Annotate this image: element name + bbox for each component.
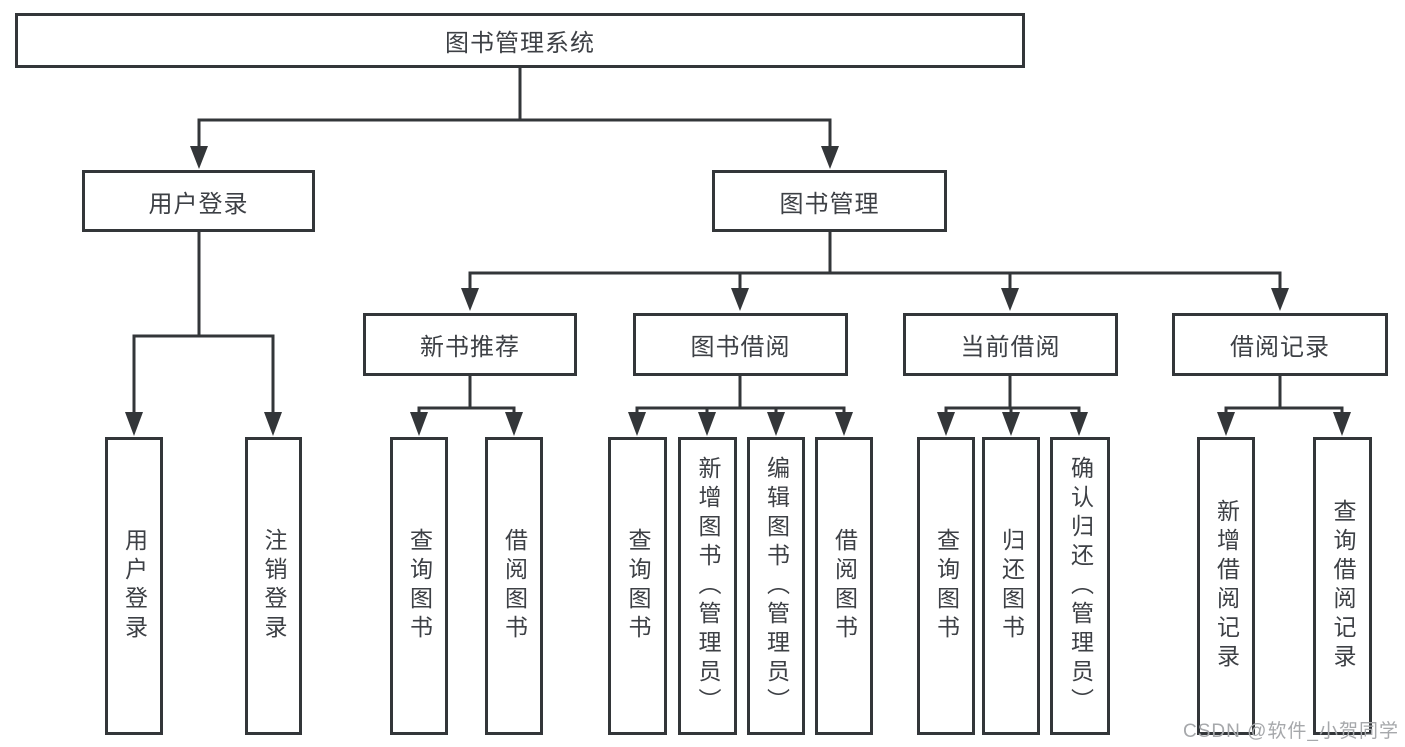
arrowhead-icon	[1070, 412, 1088, 436]
node-new-book-recommend-label: 新书推荐	[420, 334, 520, 361]
connector-user-login-to-leaves	[125, 230, 282, 436]
node-borrow-records-label: 借阅记录	[1230, 334, 1330, 361]
arrowhead-icon	[505, 412, 523, 436]
node-new-book-recommend: 新书推荐	[363, 313, 577, 376]
node-leaf-user-login-label: 用户登录	[121, 528, 148, 644]
connector-borrow-records-to-leaves	[1217, 374, 1351, 436]
node-leaf-add-books-admin: 新增图书（管理员）	[678, 437, 737, 735]
arrowhead-icon	[821, 146, 839, 169]
node-borrow-records: 借阅记录	[1172, 313, 1388, 376]
node-leaf-edit-books-admin-label: 编辑图书（管理员）	[763, 455, 790, 717]
arrowhead-icon	[264, 412, 282, 436]
arrowhead-icon	[1217, 412, 1235, 436]
node-leaf-borrow-books-borrowing-label: 借阅图书	[831, 528, 858, 644]
node-leaf-query-borrow-record: 查询借阅记录	[1313, 437, 1372, 735]
arrowhead-icon	[1333, 412, 1351, 436]
node-leaf-query-books-borrowing-label: 查询图书	[625, 528, 651, 644]
node-leaf-borrow-books-recommend-label: 借阅图书	[501, 528, 528, 644]
node-leaf-return-books-label: 归还图书	[998, 528, 1025, 644]
arrowhead-icon	[731, 288, 749, 311]
arrowhead-icon	[1001, 288, 1019, 311]
node-leaf-query-books-current: 查询图书	[917, 437, 975, 735]
node-current-borrowing-label: 当前借阅	[960, 334, 1061, 361]
node-leaf-borrow-books-borrowing: 借阅图书	[815, 437, 873, 735]
node-user-login: 用户登录	[82, 170, 315, 232]
connector-book-borrow-to-leaves	[628, 374, 853, 436]
arrowhead-icon	[125, 412, 143, 436]
node-root: 图书管理系统	[15, 13, 1025, 68]
node-book-borrowing: 图书借阅	[633, 313, 848, 376]
arrowhead-icon	[767, 412, 785, 436]
arrowhead-icon	[628, 412, 646, 436]
arrowhead-icon	[1002, 412, 1020, 436]
arrowhead-icon	[1271, 288, 1289, 311]
arrowhead-icon	[190, 146, 208, 169]
node-leaf-confirm-return-admin: 确认归还（管理员）	[1050, 437, 1110, 735]
connector-current-borrow-to-leaves	[937, 374, 1088, 436]
node-book-borrowing-label: 图书借阅	[690, 334, 791, 361]
node-leaf-query-borrow-record-label: 查询借阅记录	[1330, 499, 1356, 673]
node-leaf-query-books-current-label: 查询图书	[933, 528, 960, 644]
node-leaf-logout-label: 注销登录	[261, 528, 287, 644]
watermark-text: CSDN @软件_小贺同学	[1183, 721, 1399, 742]
node-current-borrowing: 当前借阅	[903, 313, 1118, 376]
arrowhead-icon	[937, 412, 955, 436]
arrowhead-icon	[698, 412, 716, 436]
node-root-label: 图书管理系统	[445, 30, 595, 57]
node-user-login-label: 用户登录	[148, 190, 249, 218]
node-leaf-add-books-admin-label: 新增图书（管理员）	[695, 455, 721, 717]
connector-new-books-to-leaves	[410, 374, 523, 436]
node-leaf-borrow-books-recommend: 借阅图书	[485, 437, 543, 735]
connector-book-mgmt-to-level3	[461, 230, 1289, 311]
node-leaf-query-books-recommend: 查询图书	[390, 437, 448, 735]
node-leaf-return-books: 归还图书	[982, 437, 1040, 735]
node-book-management: 图书管理	[712, 170, 947, 232]
arrowhead-icon	[461, 288, 479, 311]
node-leaf-add-borrow-record-label: 新增借阅记录	[1213, 499, 1240, 673]
node-leaf-add-borrow-record: 新增借阅记录	[1197, 437, 1255, 735]
node-leaf-user-login: 用户登录	[105, 437, 163, 735]
arrowhead-icon	[410, 412, 428, 436]
node-leaf-confirm-return-admin-label: 确认归还（管理员）	[1067, 455, 1094, 717]
node-leaf-logout: 注销登录	[245, 437, 302, 735]
node-leaf-query-books-recommend-label: 查询图书	[406, 528, 433, 644]
node-leaf-edit-books-admin: 编辑图书（管理员）	[747, 437, 805, 735]
node-book-management-label: 图书管理	[779, 190, 880, 218]
node-leaf-query-books-borrowing: 查询图书	[608, 437, 667, 735]
connector-root-to-level2	[190, 66, 839, 169]
arrowhead-icon	[835, 412, 853, 436]
